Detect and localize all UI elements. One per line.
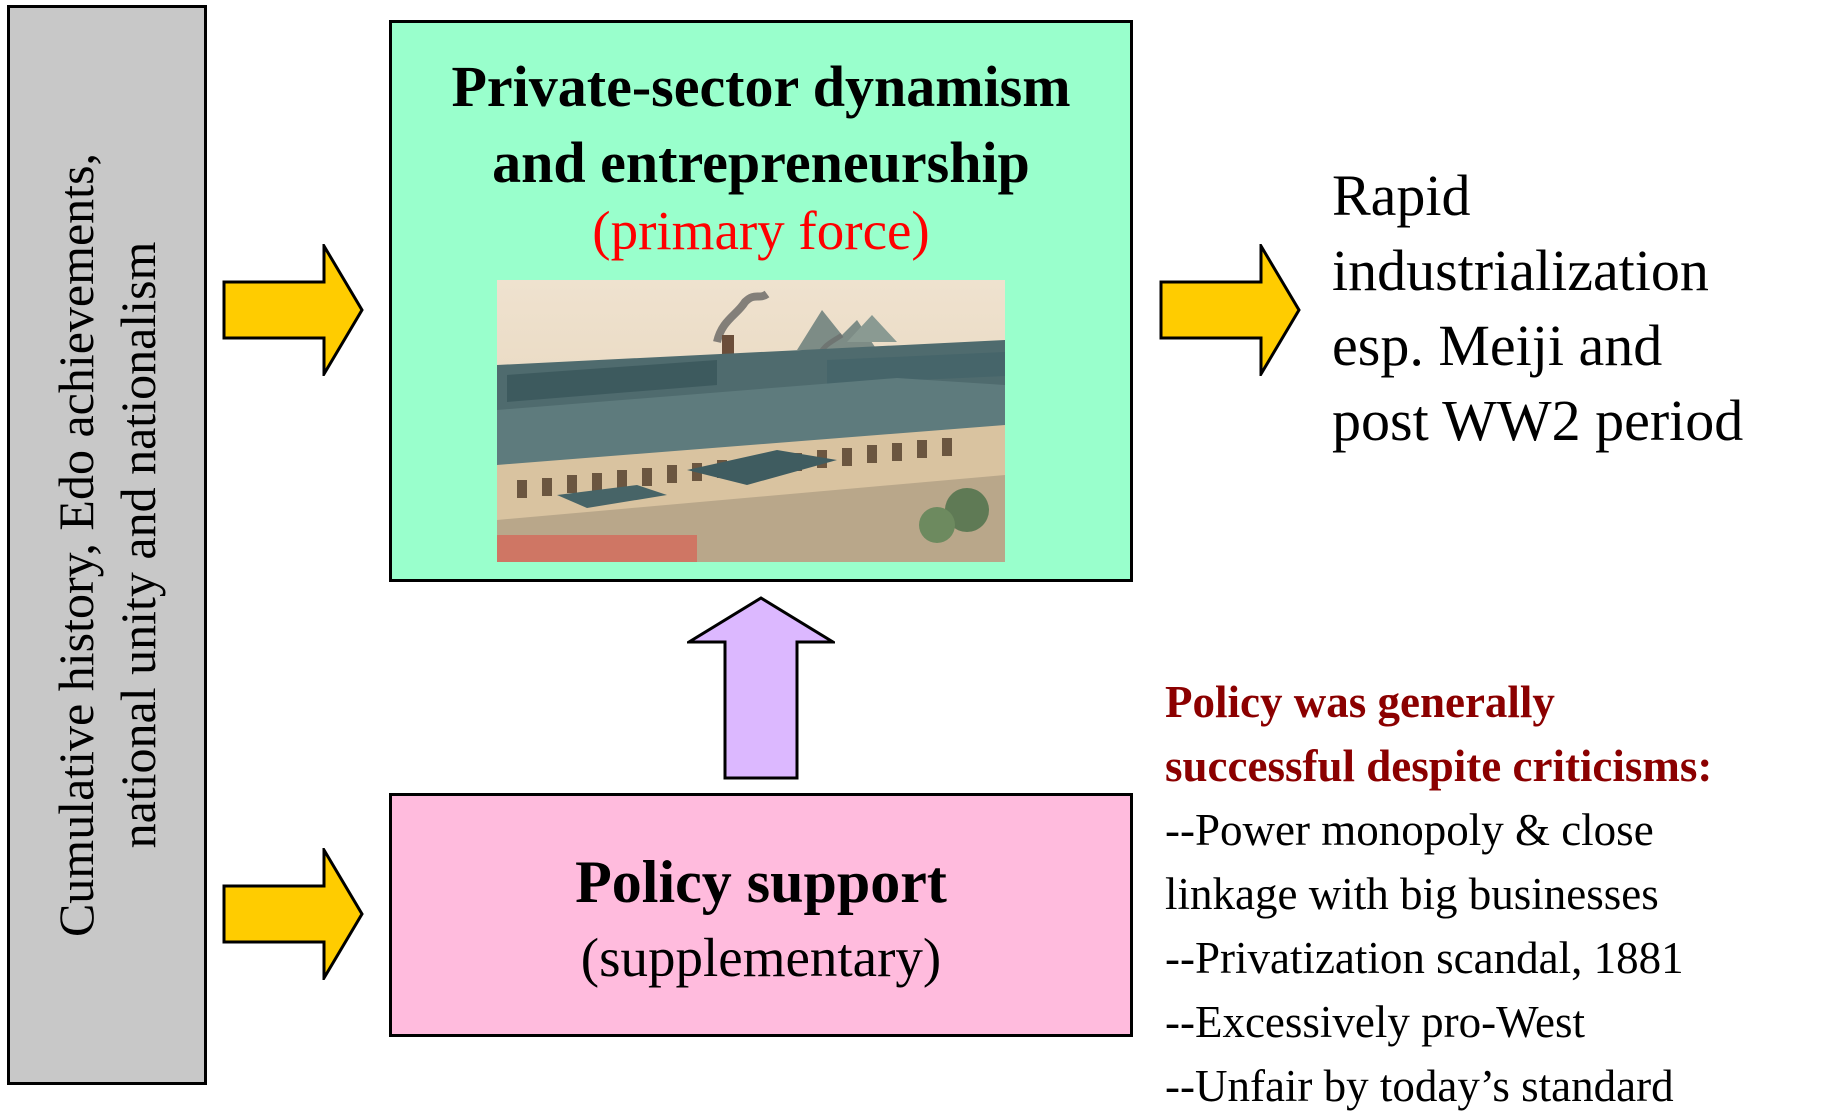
result-text: Rapid industrialization esp. Meiji and p…	[1332, 158, 1743, 458]
notes-heading-line-2: successful despite criticisms:	[1165, 741, 1713, 791]
private-sector-title-line-2: and entrepreneurship	[492, 130, 1030, 195]
policy-support-title: Policy support	[575, 849, 947, 915]
result-line-3: esp. Meiji and	[1332, 313, 1663, 378]
notes-item-4: --Excessively pro-West	[1165, 997, 1585, 1047]
result-line-2: industrialization	[1332, 238, 1709, 303]
primary-force-label: (primary force)	[592, 200, 930, 261]
notes-item-2: linkage with big businesses	[1165, 869, 1659, 919]
factory-illustration	[497, 280, 1005, 562]
arrow-to-policy	[222, 848, 364, 980]
policy-support-box: Policy support (supplementary)	[389, 793, 1133, 1037]
private-sector-box: Private-sector dynamism and entrepreneur…	[389, 20, 1133, 582]
arrow-to-result	[1159, 244, 1301, 376]
result-line-1: Rapid	[1332, 163, 1471, 228]
notes-heading-line-1: Policy was generally	[1165, 677, 1555, 727]
context-line-2: national unity and nationalism	[110, 241, 166, 849]
context-bar: Cumulative history, Edo achievements, na…	[7, 5, 207, 1085]
arrow-policy-to-private-sector	[687, 596, 835, 780]
context-line-1: Cumulative history, Edo achievements,	[48, 152, 104, 938]
notes-item-3: --Privatization scandal, 1881	[1165, 933, 1684, 983]
result-line-4: post WW2 period	[1332, 388, 1744, 453]
notes-item-5: --Unfair by today’s standard	[1165, 1061, 1674, 1111]
policy-notes: Policy was generally successful despite …	[1165, 670, 1712, 1118]
private-sector-title-line-1: Private-sector dynamism	[451, 54, 1071, 119]
context-text: Cumulative history, Edo achievements, na…	[45, 25, 169, 1065]
arrow-to-private-sector	[222, 244, 364, 376]
private-sector-title: Private-sector dynamism and entrepreneur…	[392, 49, 1130, 201]
policy-support-subtitle: (supplementary)	[580, 927, 942, 988]
notes-item-1: --Power monopoly & close	[1165, 805, 1654, 855]
